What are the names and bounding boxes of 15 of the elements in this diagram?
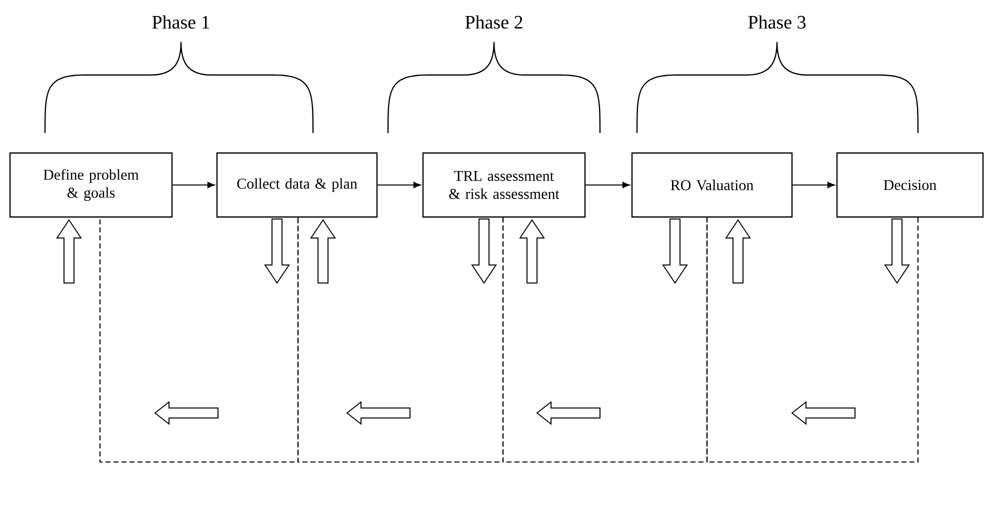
phase-label: Phase 1 — [152, 15, 210, 29]
process-box: Decision — [836, 152, 984, 218]
feedback-line — [99, 218, 299, 463]
arrow — [172, 182, 215, 188]
arrow — [792, 182, 835, 188]
process-box: Collect data & plan — [216, 152, 378, 218]
process-box: RO Valuation — [631, 152, 793, 218]
arrow — [378, 182, 421, 188]
arrow — [586, 182, 630, 188]
feedback-line — [297, 218, 504, 463]
feedback-line — [706, 218, 919, 463]
process-box: Define problem & goals — [9, 152, 173, 218]
process-box: TRL assessment & risk assessment — [422, 152, 586, 218]
phase-label: Phase 2 — [465, 15, 522, 29]
phase-label: Phase 3 — [748, 15, 806, 29]
